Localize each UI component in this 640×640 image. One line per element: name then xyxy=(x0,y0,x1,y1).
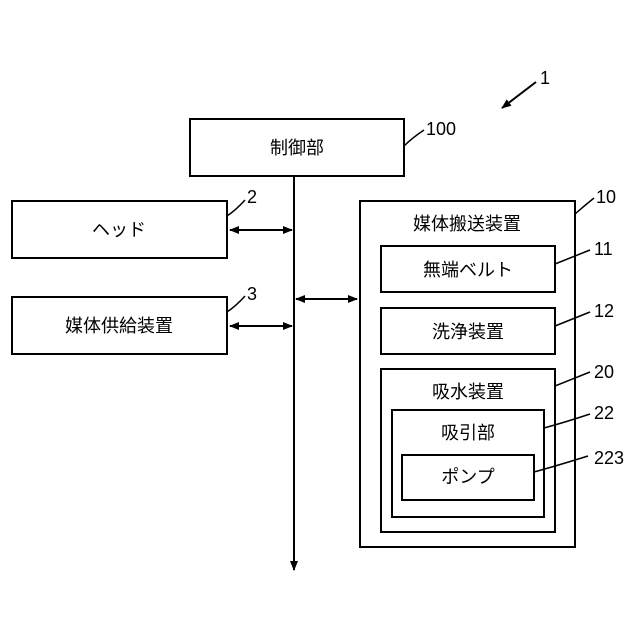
pump-ref: 223 xyxy=(594,448,624,468)
media-transport-ref: 10 xyxy=(596,187,616,207)
suction-unit-label: 吸引部 xyxy=(441,423,495,444)
media-transport-leader xyxy=(575,198,594,214)
system-ref-arrow xyxy=(502,82,536,108)
media-supply-leader xyxy=(227,296,245,312)
control-unit-ref: 100 xyxy=(426,119,456,139)
pump-label: ポンプ xyxy=(441,467,494,488)
head-ref: 2 xyxy=(247,187,257,207)
endless-belt-label: 無端ベルト xyxy=(423,260,513,281)
head-label: ヘッド xyxy=(92,220,146,241)
suction-unit-ref: 22 xyxy=(594,403,614,423)
control-unit-leader xyxy=(404,130,424,146)
endless-belt-ref: 11 xyxy=(594,239,613,259)
water-absorption-label: 吸水装置 xyxy=(432,382,504,403)
cleaning-device-label: 洗浄装置 xyxy=(432,322,504,343)
head-leader xyxy=(227,200,245,216)
cleaning-device-ref: 12 xyxy=(594,301,614,321)
control-unit-label: 制御部 xyxy=(270,138,324,159)
media-supply-ref: 3 xyxy=(247,284,257,304)
media-transport-label: 媒体搬送装置 xyxy=(413,214,521,235)
water-absorption-ref: 20 xyxy=(594,362,614,382)
media-supply-label: 媒体供給装置 xyxy=(65,316,173,337)
system-ref-number: 1 xyxy=(540,68,550,88)
